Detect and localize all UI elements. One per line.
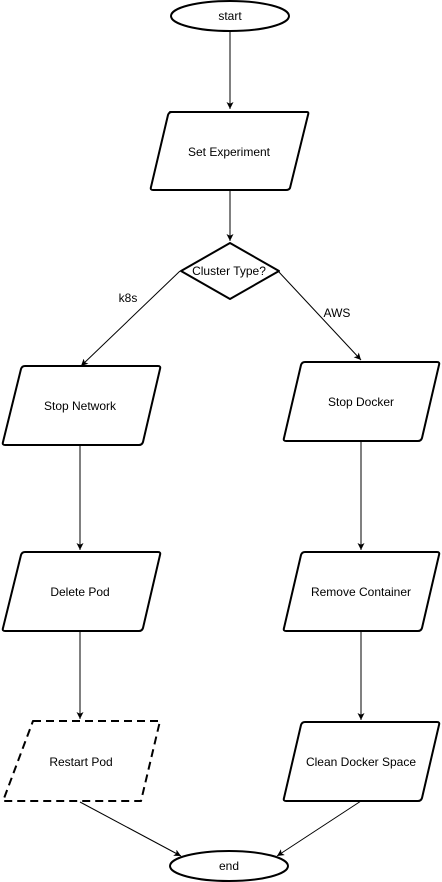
edge-cluster-type-to-stop-docker [277, 270, 362, 361]
cluster-type-label: Cluster Type? [192, 264, 266, 278]
stop-network-shape [1, 365, 162, 446]
stop-docker-shape [282, 361, 441, 442]
end-node-label: end [219, 859, 239, 873]
delete-pod-shape [1, 551, 162, 632]
delete-pod-label: Delete Pod [50, 585, 109, 599]
end-node: end [169, 850, 289, 882]
clean-docker-space-label: Clean Docker Space [306, 755, 416, 769]
restart-pod-label: Restart Pod [49, 755, 112, 769]
cluster-type-node: Cluster Type? [180, 242, 280, 300]
edges: k8s AWS [76, 31, 365, 857]
edge-label-aws: AWS [324, 306, 351, 320]
start-node: start [170, 0, 290, 32]
edge-restart-pod-to-end [79, 801, 182, 857]
stop-docker-node: Stop Docker [282, 361, 441, 442]
set-experiment-node: Set Experiment [149, 111, 310, 191]
edge-cluster-type-to-stop-network [80, 270, 181, 367]
stop-network-label: Stop Network [44, 399, 117, 413]
start-node-label: start [218, 9, 242, 23]
edge-clean-docker-space-to-end [276, 800, 362, 857]
set-experiment-label: Set Experiment [188, 145, 271, 159]
clean-docker-space-shape [282, 721, 441, 802]
cluster-type-decision-shape [180, 242, 280, 300]
remove-container-node: Remove Container [282, 551, 441, 632]
remove-container-label: Remove Container [311, 585, 411, 599]
clean-docker-space-node: Clean Docker Space [282, 721, 441, 802]
start-terminator-shape [170, 0, 290, 32]
stop-network-node: Stop Network [1, 365, 162, 446]
end-terminator-shape [169, 850, 289, 882]
edge-label-k8s: k8s [119, 291, 138, 305]
remove-container-shape [282, 551, 441, 632]
set-experiment-shape [149, 111, 310, 191]
delete-pod-node: Delete Pod [1, 551, 162, 632]
stop-docker-label: Stop Docker [328, 395, 394, 409]
restart-pod-node: Restart Pod [2, 720, 161, 802]
restart-pod-shape [2, 720, 161, 802]
